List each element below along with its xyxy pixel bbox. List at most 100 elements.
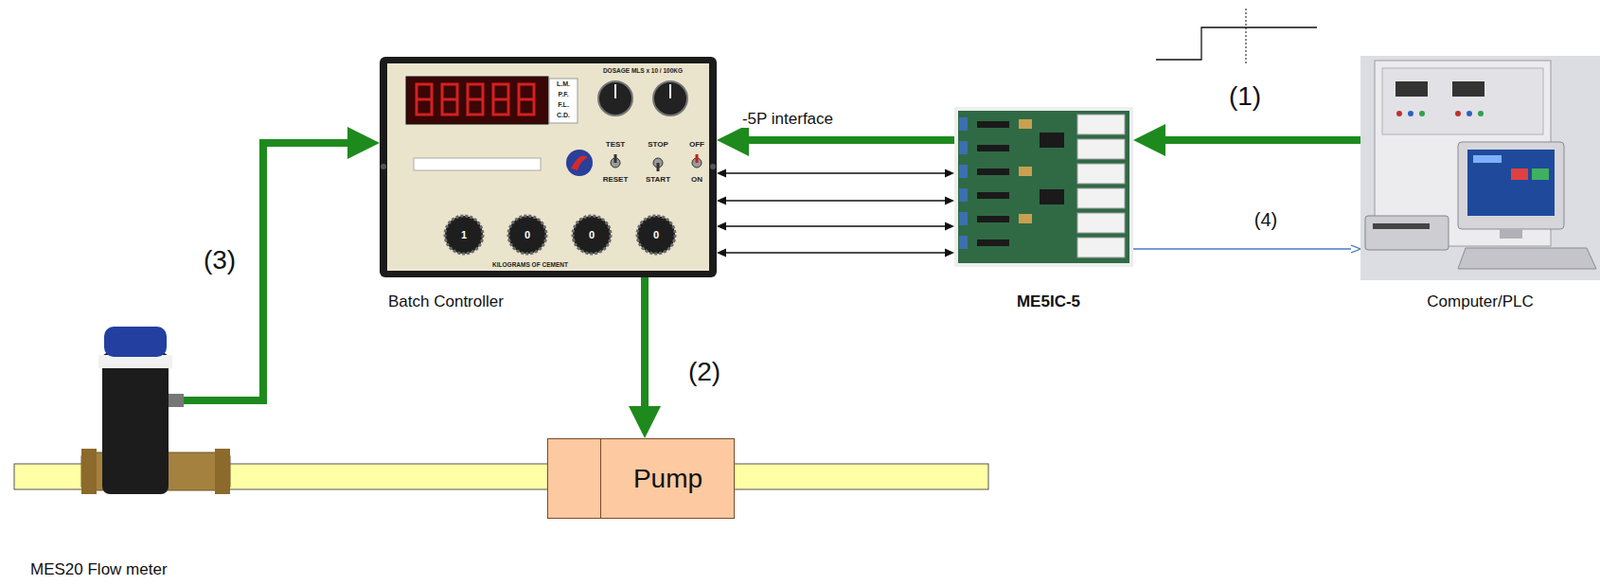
panel-legend: DOSAGE MLS x 10 / 100KG	[603, 67, 683, 74]
chip	[1039, 132, 1065, 148]
led-digit	[442, 84, 458, 115]
terminal	[959, 188, 968, 202]
monitor	[1457, 142, 1565, 230]
terminal	[959, 117, 968, 131]
mode-legend-plate	[549, 78, 578, 124]
data-line	[726, 225, 945, 228]
logo-mark	[570, 156, 588, 172]
terminal	[959, 212, 968, 226]
signal-arrow	[1165, 136, 1361, 144]
pump-divider	[600, 439, 602, 518]
pcb	[958, 110, 1130, 264]
switch-label: STOP	[647, 141, 669, 150]
meter-body	[102, 352, 169, 495]
signal-arrow	[748, 136, 955, 144]
flow-meter: MES20 Flow meter	[94, 326, 184, 541]
callout-number: (1)	[1226, 82, 1263, 112]
component	[977, 144, 1010, 152]
power-lever	[695, 154, 699, 163]
relay	[1077, 188, 1125, 209]
terminal	[959, 141, 968, 155]
computer-photo-ground	[1360, 55, 1600, 281]
panel-meter	[1395, 81, 1428, 97]
meter-connector	[168, 393, 184, 408]
relay	[1077, 213, 1125, 233]
mode-label: P.F.	[557, 90, 569, 99]
screen-detail	[1511, 168, 1529, 180]
data-line	[726, 251, 945, 254]
computer-plc: Computer/PLC	[1360, 55, 1600, 281]
relay	[1077, 237, 1125, 258]
part-name: ME5IC-5	[1016, 293, 1081, 312]
knob-pointer	[614, 84, 617, 99]
panel-button	[1455, 110, 1461, 117]
step-signal-marker	[1245, 8, 1247, 64]
weight-knob	[637, 215, 676, 254]
component	[1018, 213, 1032, 224]
part-name: MES20 Flow meter	[30, 561, 168, 580]
interface-board: ME5IC-5	[954, 106, 1134, 267]
part-name: Computer/PLC	[1426, 293, 1533, 312]
screen-detail	[1473, 155, 1502, 163]
toggle-lever	[614, 154, 618, 163]
panel-legend: KILOGRAMS OF CEMENT	[492, 261, 569, 268]
monitor-screen	[1467, 149, 1555, 216]
screen-detail	[1531, 168, 1549, 180]
weight-knob	[572, 215, 611, 254]
led-digit	[518, 84, 534, 115]
meter-cap	[104, 326, 167, 357]
plc-panel	[1382, 68, 1544, 135]
weight-knob	[508, 215, 547, 254]
component	[1018, 166, 1032, 177]
switch-label: OFF	[689, 141, 705, 150]
panel-button	[1477, 110, 1484, 117]
panel-button	[1466, 110, 1473, 117]
led-digit	[493, 84, 509, 115]
label-strip	[413, 158, 541, 171]
data-line	[726, 199, 945, 202]
component	[977, 215, 1010, 223]
switch-label: START	[645, 176, 671, 185]
knob-digit: 0	[588, 229, 595, 241]
signal-arrow	[183, 142, 348, 401]
printer-slot	[1372, 223, 1430, 230]
signal-arrow	[640, 277, 649, 407]
mode-label: L.M.	[556, 80, 570, 89]
monitor-stand	[1499, 229, 1523, 239]
batch-controller: Batch Controller	[379, 56, 717, 278]
part-name: Batch Controller	[388, 293, 504, 312]
interface-label: -5P interface	[740, 110, 836, 129]
dosage-knob	[653, 81, 688, 116]
screw	[380, 163, 387, 170]
component	[977, 192, 1010, 199]
switch-label: ON	[691, 176, 703, 185]
controller-bezel	[379, 56, 717, 278]
toggle-lever	[657, 162, 660, 172]
component	[977, 239, 1010, 247]
screw	[710, 163, 716, 170]
terminal	[959, 235, 968, 249]
relay	[1077, 139, 1125, 160]
mode-label: F.L.	[557, 101, 569, 109]
knob-digit: 0	[653, 229, 659, 241]
printer	[1365, 215, 1449, 250]
callout-number: (2)	[686, 357, 723, 388]
relay	[1077, 163, 1125, 184]
component	[1018, 119, 1032, 129]
data-line	[726, 172, 945, 175]
feedback-arrow	[1133, 248, 1352, 249]
pump-label: Pump	[633, 464, 703, 495]
component	[977, 168, 1010, 176]
panel-meter	[1452, 81, 1485, 97]
mode-label: C.D.	[556, 111, 570, 120]
meter-nut	[214, 448, 231, 495]
meter-ring	[98, 355, 173, 369]
keyboard	[1457, 248, 1597, 269]
pump-box: Pump	[547, 438, 735, 519]
callout-number: (3)	[201, 246, 238, 276]
knob-pointer	[669, 84, 672, 99]
switch-label: RESET	[603, 176, 629, 185]
